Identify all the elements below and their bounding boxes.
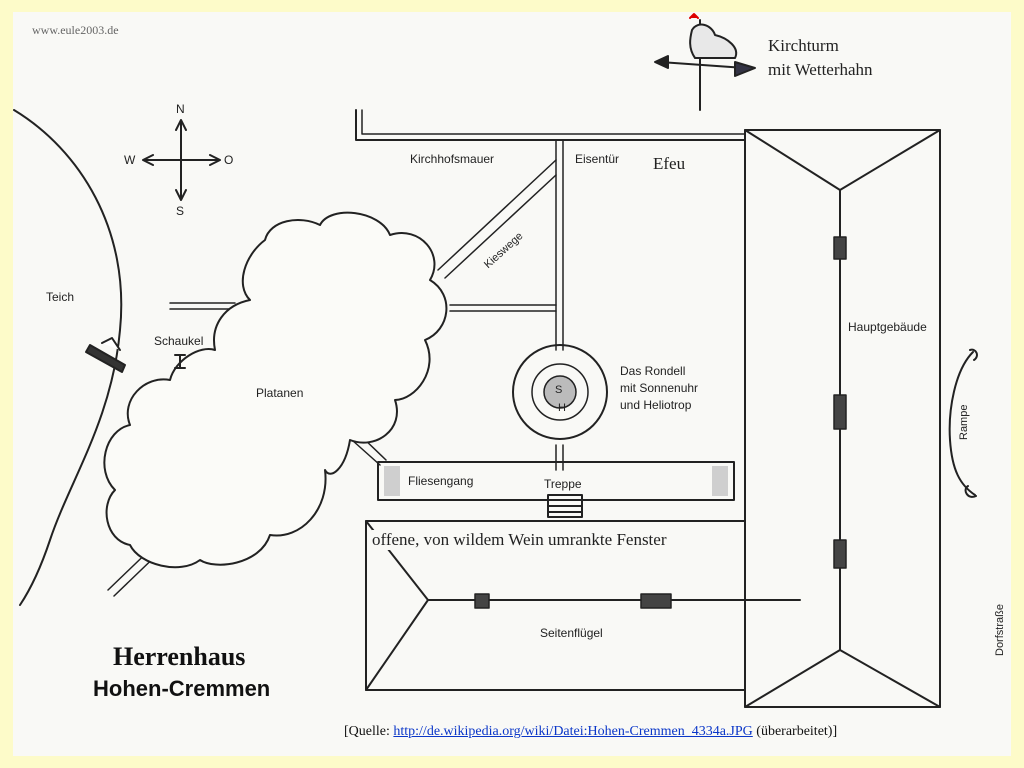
compass-o: O: [224, 153, 234, 167]
path-vertical-lower: [555, 444, 564, 471]
map-title-line2: Hohen-Cremmen: [93, 676, 271, 701]
label-dorfstrasse: Dorfstraße: [994, 604, 1006, 656]
stairs: [547, 494, 583, 518]
label-schaukel: Schaukel: [154, 334, 204, 348]
side-wing-windows: [474, 593, 672, 609]
weathervane: [654, 13, 756, 111]
label-hauptgebaeude: Hauptgebäude: [848, 320, 927, 334]
ramp: [948, 351, 976, 496]
church-wall: [355, 109, 746, 141]
plane-trees: [103, 211, 448, 569]
compass-s: S: [176, 204, 185, 218]
label-platanen: Platanen: [256, 386, 304, 400]
compass-w: W: [124, 153, 136, 167]
path-vertical: [555, 139, 564, 351]
source-suffix: (überarbeitet)]: [752, 724, 838, 739]
boat: [85, 337, 126, 373]
label-teich: Teich: [46, 290, 75, 304]
path-horizontal-left: [169, 302, 236, 310]
label-rondell-2: mit Sonnenuhr: [620, 381, 699, 395]
label-fenster: offene, von wildem Wein umrankte Fenster: [372, 530, 667, 551]
compass-n: N: [176, 102, 185, 116]
rondell: [512, 344, 608, 440]
legend-line1: Kirchturm: [768, 36, 839, 55]
label-efeu: Efeu: [653, 154, 686, 173]
compass-rose: [142, 119, 221, 201]
source-prefix: [Quelle:: [344, 724, 394, 739]
label-seitenfluegel: Seitenflügel: [540, 626, 603, 640]
legend-line2: mit Wetterhahn: [768, 60, 873, 79]
church-wall-inner: [361, 109, 746, 135]
label-kirchhofsmauer: Kirchhofsmauer: [410, 152, 495, 166]
label-fliesengang: Fliesengang: [408, 474, 474, 488]
label-rampe: Rampe: [958, 404, 970, 440]
source-link[interactable]: http://de.wikipedia.org/wiki/Datei:Hohen…: [393, 724, 753, 739]
source-citation: [Quelle: http://de.wikipedia.org/wiki/Da…: [344, 724, 837, 741]
map-title-line1: Herrenhaus: [113, 642, 246, 671]
swing: [174, 354, 186, 369]
label-rondell-3: und Heliotrop: [620, 398, 692, 412]
pond-shore: [13, 109, 123, 606]
credit-text: www.eule2003.de: [32, 23, 119, 37]
sundial-s: S: [555, 384, 563, 396]
label-treppe: Treppe: [544, 477, 582, 491]
label-eisentuer: Eisentür: [575, 152, 620, 166]
sundial-h: H: [558, 402, 566, 414]
path-horizontal-right: [449, 304, 557, 312]
main-building-doors: [833, 236, 847, 569]
label-rondell-1: Das Rondell: [620, 364, 686, 378]
path-diagonal: [437, 159, 557, 279]
